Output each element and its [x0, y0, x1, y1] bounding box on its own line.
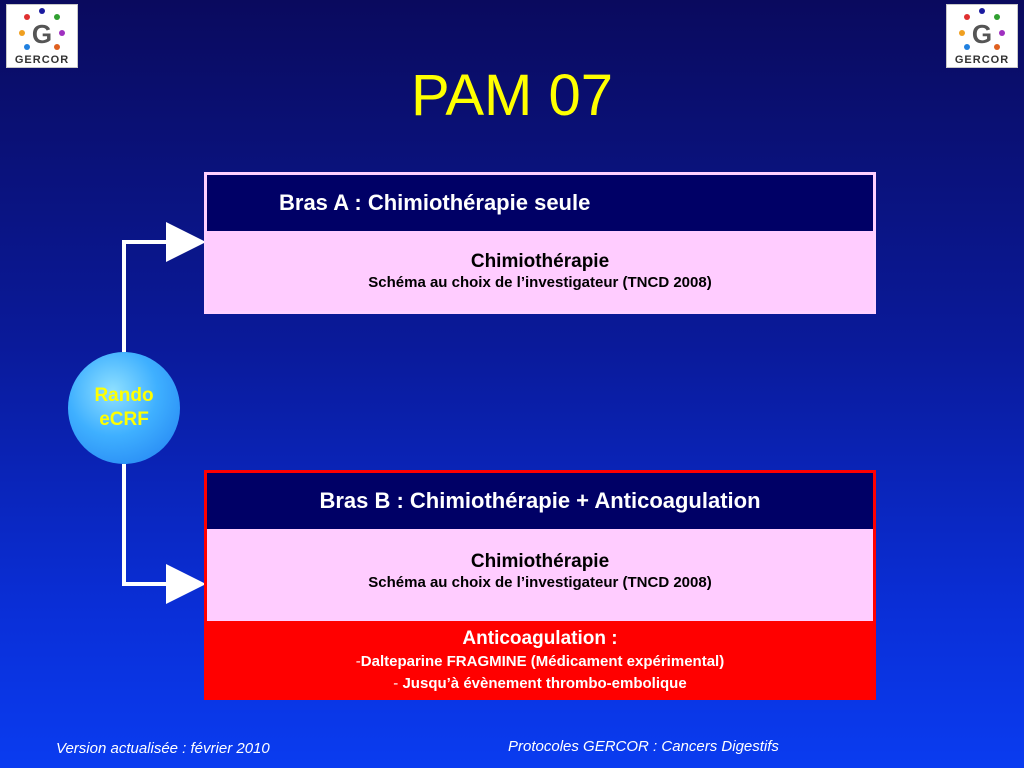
- ecrf-label: eCRF: [99, 409, 149, 430]
- anticoag-line: -Dalteparine FRAGMINE (Médicament expéri…: [207, 651, 873, 673]
- bullet-dash: -: [393, 675, 403, 692]
- footer-protocols: Protocoles GERCOR : Cancers Digestifs: [508, 738, 779, 755]
- anticoag-drug: Dalteparine FRAGMINE (Médicament expérim…: [360, 653, 725, 670]
- anticoag-line: - Jusqu’à évènement thrombo-embolique: [207, 673, 873, 695]
- anticoag-title: Anticoagulation :: [462, 628, 618, 649]
- gercor-logo-left: G GERCOR: [6, 4, 78, 68]
- svg-text:G: G: [972, 19, 992, 49]
- arm-b-treatment-detail: Schéma au choix de l’investigateur (TNCD…: [368, 574, 712, 591]
- arm-b-header: Bras B : Chimiothérapie + Anticoagulatio…: [207, 473, 873, 529]
- arm-a-box: Bras A : Chimiothérapie seule Chimiothér…: [204, 172, 876, 314]
- gercor-logo-right: G GERCOR: [946, 4, 1018, 68]
- arrow-to-arm-b: [122, 464, 206, 604]
- logo-text: GERCOR: [955, 54, 1009, 66]
- gercor-logo-icon: G GERCOR: [15, 8, 69, 66]
- slide-title: PAM 07: [410, 63, 613, 128]
- anticoag-duration: Jusqu’à évènement thrombo-embolique: [402, 675, 687, 692]
- arm-b-treatment: Chimiothérapie Schéma au choix de l’inve…: [207, 529, 873, 621]
- arm-b-anticoagulation: Anticoagulation : -Dalteparine FRAGMINE …: [207, 621, 873, 697]
- arm-b-box: Bras B : Chimiothérapie + Anticoagulatio…: [204, 470, 876, 700]
- arm-a-treatment: Chimiothérapie Schéma au choix de l’inve…: [207, 231, 873, 311]
- arrow-to-arm-a: [122, 222, 206, 352]
- svg-text:G: G: [32, 19, 52, 49]
- arm-a-header: Bras A : Chimiothérapie seule: [207, 175, 873, 231]
- logo-text: GERCOR: [15, 54, 69, 66]
- arm-b-treatment-title: Chimiothérapie: [470, 551, 610, 572]
- arm-a-treatment-detail: Schéma au choix de l’investigateur (TNCD…: [368, 274, 712, 291]
- footer-version: Version actualisée : février 2010: [56, 740, 270, 757]
- arm-a-treatment-title: Chimiothérapie: [470, 251, 610, 272]
- bullet-dash: -: [355, 653, 361, 670]
- gercor-logo-icon: G GERCOR: [955, 8, 1009, 66]
- rando-label: Rando: [94, 385, 154, 406]
- randomization-node: Rando eCRF: [68, 352, 180, 464]
